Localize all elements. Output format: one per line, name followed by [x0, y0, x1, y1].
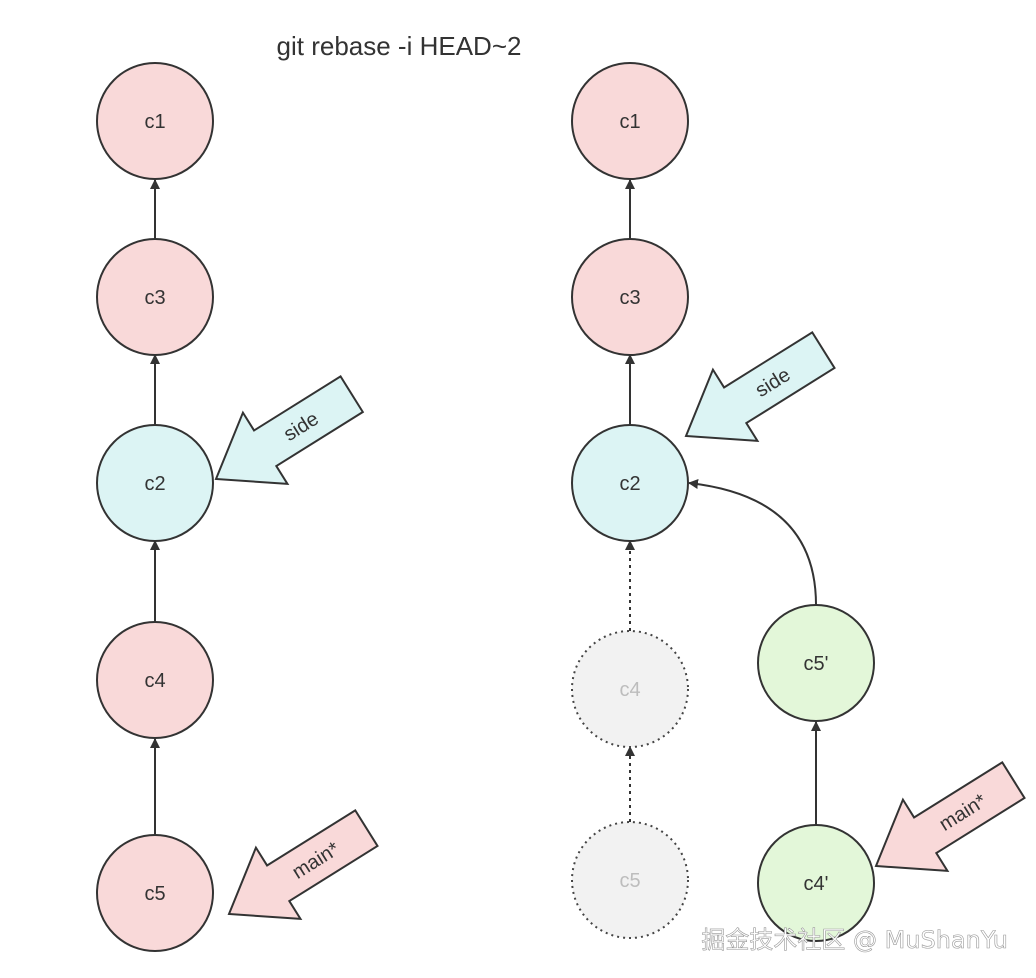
watermark: 掘金技术社区 @ MuShanYu	[701, 926, 1008, 954]
commit-label: c3	[619, 287, 640, 309]
commit-label: c4'	[804, 873, 829, 895]
commit-label: c5	[144, 883, 165, 905]
commit-node-c5: c5	[96, 834, 214, 952]
commit-node-c1: c1	[96, 62, 214, 180]
commit-node-c2: c2	[571, 424, 689, 542]
commit-label: c1	[619, 111, 640, 133]
commit-label: c3	[144, 287, 165, 309]
branch-pointer-side: side	[684, 330, 836, 443]
commit-node-c3: c3	[96, 238, 214, 356]
commit-node-c4-prime: c4'	[757, 824, 875, 942]
commit-label: c2	[619, 473, 640, 495]
commit-label: c4	[619, 679, 640, 701]
right-graph: c1 c3 c2 c4 c5 c5' c4' side	[571, 62, 1026, 942]
branch-pointer-main: main*	[227, 808, 379, 921]
commit-label: c5'	[804, 653, 829, 675]
commit-node-c5-abandoned: c5	[571, 821, 689, 939]
commit-label: c5	[619, 870, 640, 892]
commit-node-c5-prime: c5'	[757, 604, 875, 722]
edge-c5prime-to-c2	[688, 479, 817, 606]
commit-label: c2	[144, 473, 165, 495]
branch-pointer-side: side	[214, 375, 365, 486]
commit-node-c1: c1	[571, 62, 689, 180]
commit-label: c1	[144, 111, 165, 133]
commit-node-c2: c2	[96, 424, 214, 542]
commit-node-c4: c4	[96, 621, 214, 739]
commit-node-c3: c3	[571, 238, 689, 356]
commit-label: c4	[144, 670, 165, 692]
left-graph: c1 c3 c2 c4 c5 side main*	[96, 62, 379, 952]
commit-node-c4-abandoned: c4	[571, 630, 689, 748]
branch-pointer-main: main*	[874, 760, 1026, 873]
diagram-title: git rebase -i HEAD~2	[277, 31, 522, 61]
